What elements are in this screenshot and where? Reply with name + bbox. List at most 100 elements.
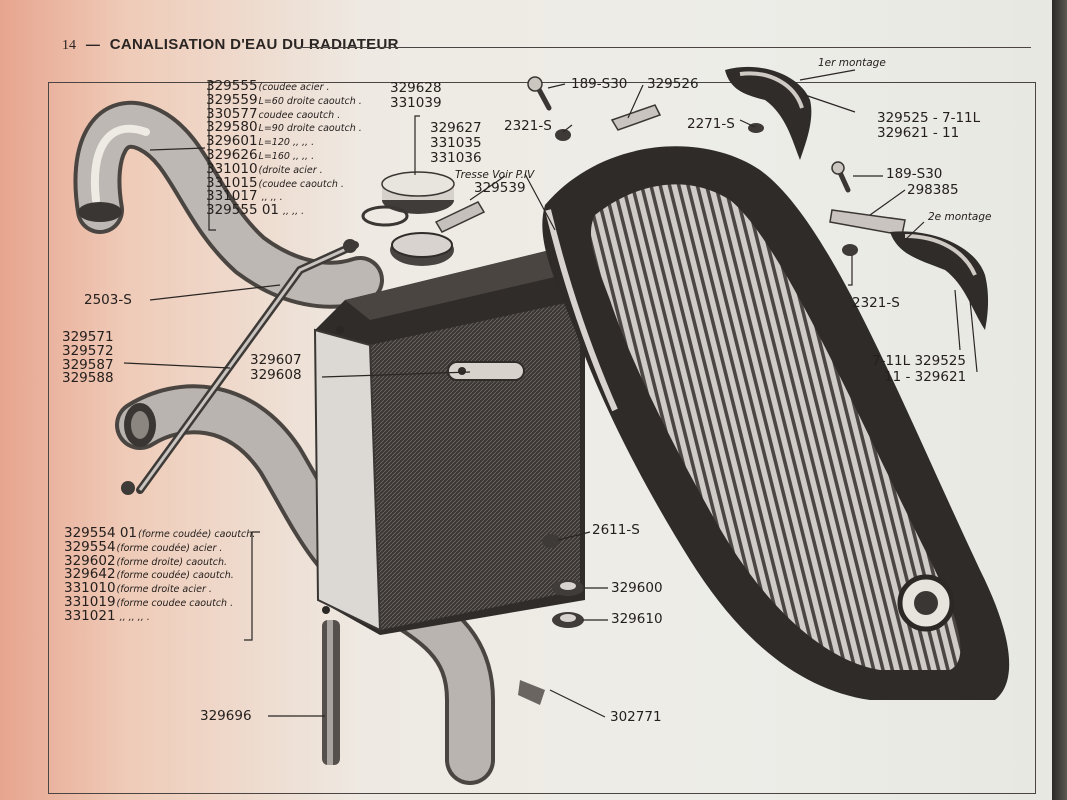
- bracket-drawing: [447, 361, 525, 381]
- stay-rod: [121, 239, 359, 495]
- part-number: 329559: [206, 91, 258, 108]
- page-header: 14 — CANALISATION D'EAU DU RADIATEUR: [62, 36, 399, 54]
- part-number: 331015: [206, 174, 258, 191]
- list-item: 329559L=60 droite caoutch .: [206, 91, 362, 108]
- label-plug-2: 331035: [430, 135, 482, 151]
- label-tresse: Tresse Voir P.IV: [455, 169, 535, 181]
- part-description: L=90 droite caoutch .: [258, 123, 362, 135]
- list-item: 329580L=90 droite caoutch .: [206, 121, 362, 135]
- label-plug-1: 329627: [430, 120, 482, 136]
- label-plug-3: 331036: [430, 150, 482, 166]
- list-item: 331017 ,, ,, .: [206, 190, 362, 204]
- list-item: 330577coudee caoutch .: [206, 105, 362, 122]
- radiator-shell: [542, 146, 1010, 700]
- part-number: 331021: [64, 607, 116, 624]
- label-bracket-2: 329608: [250, 367, 302, 383]
- part-number: 329580: [206, 119, 258, 136]
- label-ring-2: 329610: [611, 611, 663, 627]
- part-number: 330577: [206, 105, 258, 122]
- leader-lines: [123, 69, 978, 718]
- list-item: 331021 ,, ,, ,, .: [64, 607, 255, 624]
- label-bracket-1: 329607: [250, 352, 302, 368]
- part-description: (forme coudée) caoutch.: [116, 570, 234, 582]
- part-description: (forme droite acier .: [116, 584, 212, 596]
- list-item: 329602(forme droite) caoutch.: [64, 552, 255, 569]
- part-description: (coudee acier .: [258, 82, 330, 93]
- list-item: 329554 01(forme coudée) caoutch.: [64, 526, 256, 541]
- top-left-parts-list: 329555(coudee acier .329559L=60 droite c…: [206, 78, 362, 219]
- part-description: ,, ,, .: [280, 206, 305, 218]
- part-description: (forme droite) caoutch.: [116, 556, 227, 568]
- part-description: (coudee caoutch .: [258, 178, 344, 190]
- part-number: 331017: [206, 188, 258, 205]
- part-number: 329555 01: [206, 202, 280, 219]
- list-item: 331010(forme droite acier .: [64, 580, 255, 597]
- drain-hose-drawing: [322, 620, 340, 765]
- header-dash: —: [85, 36, 100, 52]
- page-title: CANALISATION D'EAU DU RADIATEUR: [109, 36, 399, 53]
- label-emblem-2a: 7-11L 329525: [872, 353, 966, 369]
- list-item: 331010(droite acier .: [206, 160, 362, 177]
- emblem-second-fitting: [890, 231, 989, 330]
- header-rule: [295, 47, 1031, 48]
- label-washer-top: 2271-S: [687, 116, 735, 132]
- part-number: 329571: [62, 329, 114, 345]
- part-number: 331010: [64, 580, 116, 597]
- list-item: 329601L=120 ,, ,, .: [206, 133, 362, 150]
- part-description: (forme coudée) caoutch.: [138, 529, 256, 540]
- list-item: 329555 01 ,, ,, .: [206, 202, 362, 219]
- label-braid: 329539: [474, 180, 526, 196]
- part-description: (forme coudee caoutch .: [116, 597, 234, 609]
- list-item: 331015(coudee caoutch .: [206, 174, 362, 191]
- part-number: 329602: [64, 552, 116, 569]
- page-number: 14: [62, 38, 76, 53]
- part-description: (forme coudée) acier .: [116, 542, 223, 554]
- part-number: 331019: [64, 593, 116, 610]
- label-montage-1: 1er montage: [818, 57, 886, 69]
- part-description: L=120 ,, ,, .: [258, 137, 315, 149]
- label-cap-2: 331039: [390, 95, 442, 111]
- part-number: 329572: [62, 342, 114, 359]
- book-spine: [1052, 0, 1067, 800]
- part-number: 329626: [206, 146, 258, 163]
- part-description: (droite acier .: [258, 164, 323, 176]
- label-bolt-top: 189-S30: [571, 76, 628, 92]
- part-description: ,, ,, ,, .: [116, 611, 150, 623]
- part-number: 329554: [64, 538, 116, 555]
- label-nut-low: 2611-S: [592, 522, 640, 538]
- label-plate-right: 298385: [907, 182, 959, 198]
- part-number: 329642: [64, 566, 116, 583]
- list-item: 331019(forme coudee caoutch .: [64, 593, 255, 610]
- label-emblem-1b: 329621 - 11: [877, 125, 960, 141]
- label-emblem-1a: 329525 - 7-11L: [877, 110, 981, 126]
- label-plate-top: 329526: [647, 76, 699, 92]
- list-item: 329642(forme coudée) caoutch.: [64, 568, 255, 582]
- radiator-core: [313, 232, 585, 635]
- part-number: 329555: [206, 78, 258, 94]
- label-nut-top: 2321-S: [504, 118, 552, 134]
- label-drain-tap: 302771: [610, 709, 662, 725]
- list-item: 329554(forme coudée) acier .: [64, 538, 255, 555]
- label-nut-right: 2321-S: [852, 295, 900, 311]
- list-item: 329555(coudee acier .: [206, 78, 362, 94]
- bottom-left-parts-list: 329554 01(forme coudée) caoutch.329554(f…: [64, 526, 256, 624]
- part-number: 329587: [62, 356, 114, 373]
- small-parts: [518, 76, 906, 705]
- part-number: 329601: [206, 133, 258, 150]
- label-montage-2: 2e montage: [928, 211, 992, 223]
- emblem-first-fitting: [725, 66, 812, 160]
- filler-cap: [361, 171, 455, 227]
- label-cap-1: 329628: [390, 80, 442, 96]
- part-number: 331010: [206, 160, 258, 177]
- upper-hose: [73, 100, 384, 309]
- label-bolt-right: 189-S30: [886, 166, 943, 182]
- part-description: L=60 droite caoutch .: [258, 95, 362, 107]
- label-rod: 2503-S: [84, 292, 132, 308]
- label-drain-hose: 329696: [200, 708, 252, 724]
- part-description: ,, ,, .: [258, 192, 283, 204]
- part-description: L=160 ,, ,, .: [258, 150, 315, 162]
- part-description: coudee caoutch .: [258, 109, 341, 121]
